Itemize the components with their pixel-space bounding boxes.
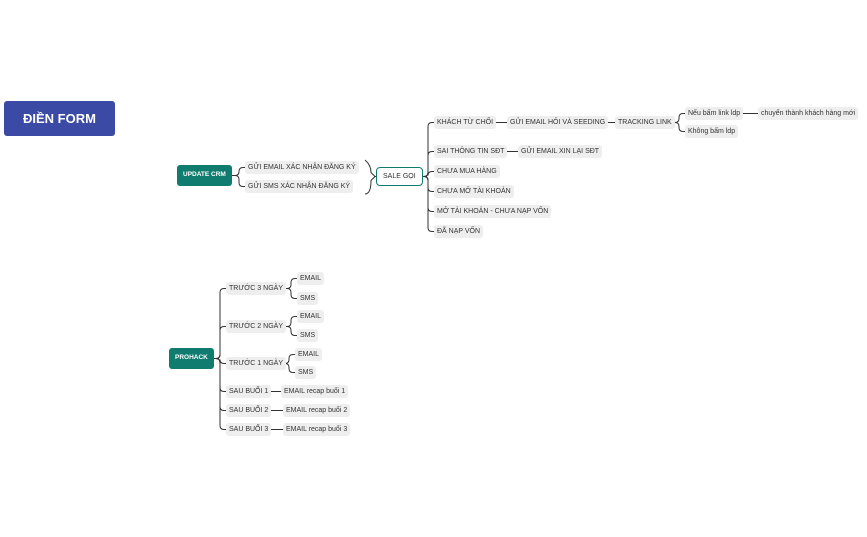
truoc-3-ngay-sms-node[interactable]: SMS [297, 292, 319, 305]
truoc-1-ngay-sms-node[interactable]: SMS [295, 366, 317, 379]
p2-link-branch-1 [284, 363, 295, 373]
sai-thong-tin-sdt-node[interactable]: SAI THÔNG TIN SĐT [434, 145, 508, 158]
khong-bam-ldp-node[interactable]: Không bấm ldp [685, 125, 739, 138]
send-email-confirm-node[interactable]: GỬI EMAIL XÁC NHẬN ĐĂNG KÝ [245, 161, 359, 174]
sale-link-branch-3 [423, 176, 434, 192]
prohack-link-branch-1 [215, 326, 226, 359]
truoc-1-ngay-node[interactable]: TRƯỚC 1 NGÀY [226, 357, 286, 370]
sau-buoi-2-node[interactable]: SAU BUỔI 2 [226, 404, 272, 417]
truoc-3-ngay-email-node[interactable]: EMAIL [297, 272, 325, 285]
crm-link-branch-1 [234, 175, 245, 187]
sale-goi-node[interactable]: SALE GỌI [376, 167, 423, 186]
da-nap-von-node[interactable]: ĐÃ NẠP VỐN [434, 225, 484, 238]
gui-email-xin-lai-sdt-node[interactable]: GỬI EMAIL XIN LẠI SĐT [518, 145, 603, 158]
prohack-link-branch-0 [215, 288, 226, 359]
crm-brace [364, 159, 376, 195]
email-recap-buoi-3-node[interactable]: EMAIL recap buổi 3 [283, 423, 351, 436]
sau-buoi-3-node[interactable]: SAU BUỔI 3 [226, 423, 272, 436]
neu-bam-link-ldp-node[interactable]: Nếu bấm link ldp [685, 107, 744, 120]
p2-link-branch-0 [284, 354, 295, 364]
prohack-link-branch-4 [215, 358, 226, 411]
email-recap-buoi-2-node[interactable]: EMAIL recap buổi 2 [283, 404, 351, 417]
sale-link-branch-5 [423, 176, 434, 232]
prohack-link-branch-2 [215, 358, 226, 364]
p0-link-branch-1 [286, 288, 297, 299]
prohack-node[interactable]: PROHACK [169, 348, 214, 369]
tracking-link-node[interactable]: TRACKING LINK [615, 116, 675, 129]
p0-link-branch-0 [286, 278, 297, 289]
dien-form-banner[interactable]: ĐIỀN FORM [4, 101, 115, 136]
p1-link-branch-1 [286, 326, 297, 336]
chua-mua-hang-node[interactable]: CHƯA MUA HÀNG [434, 165, 500, 178]
gui-email-hoi-seeding-node[interactable]: GỬI EMAIL HỎI VÀ SEEDING [507, 116, 609, 129]
truoc-2-ngay-node[interactable]: TRƯỚC 2 NGÀY [226, 320, 286, 333]
chuyen-thanh-khach-hang-moi-node[interactable]: chuyển thành khách hàng mới [758, 107, 859, 120]
mo-tai-khoan-chua-nap-von-node[interactable]: MỞ TÀI KHOẢN - CHƯA NẠP VỐN [434, 205, 552, 218]
truoc-2-ngay-email-node[interactable]: EMAIL [297, 310, 325, 323]
p1-link-branch-0 [286, 316, 297, 327]
tracking-link-branch-0 [674, 113, 685, 123]
tracking-link-branch-1 [674, 122, 685, 132]
chua-mo-tai-khoan-node[interactable]: CHƯA MỞ TÀI KHOẢN [434, 185, 514, 198]
sau-buoi-1-node[interactable]: SAU BUỔI 1 [226, 385, 272, 398]
crm-link-branch-0 [234, 167, 245, 176]
khach-tu-choi-node[interactable]: KHÁCH TỪ CHỐI [434, 116, 497, 129]
sale-link-branch-0 [423, 122, 434, 177]
sale-link-branch-4 [423, 176, 434, 212]
send-sms-confirm-node[interactable]: GỬI SMS XÁC NHẬN ĐĂNG KÝ [245, 180, 354, 193]
prohack-link-branch-5 [215, 358, 226, 430]
email-recap-buoi-1-node[interactable]: EMAIL recap buổi 1 [281, 385, 349, 398]
truoc-3-ngay-node[interactable]: TRƯỚC 3 NGÀY [226, 282, 286, 295]
sale-link-branch-2 [423, 171, 434, 177]
truoc-2-ngay-sms-node[interactable]: SMS [297, 329, 319, 342]
update-crm-node[interactable]: UPDATE CRM [177, 165, 232, 186]
truoc-1-ngay-email-node[interactable]: EMAIL [295, 348, 323, 361]
